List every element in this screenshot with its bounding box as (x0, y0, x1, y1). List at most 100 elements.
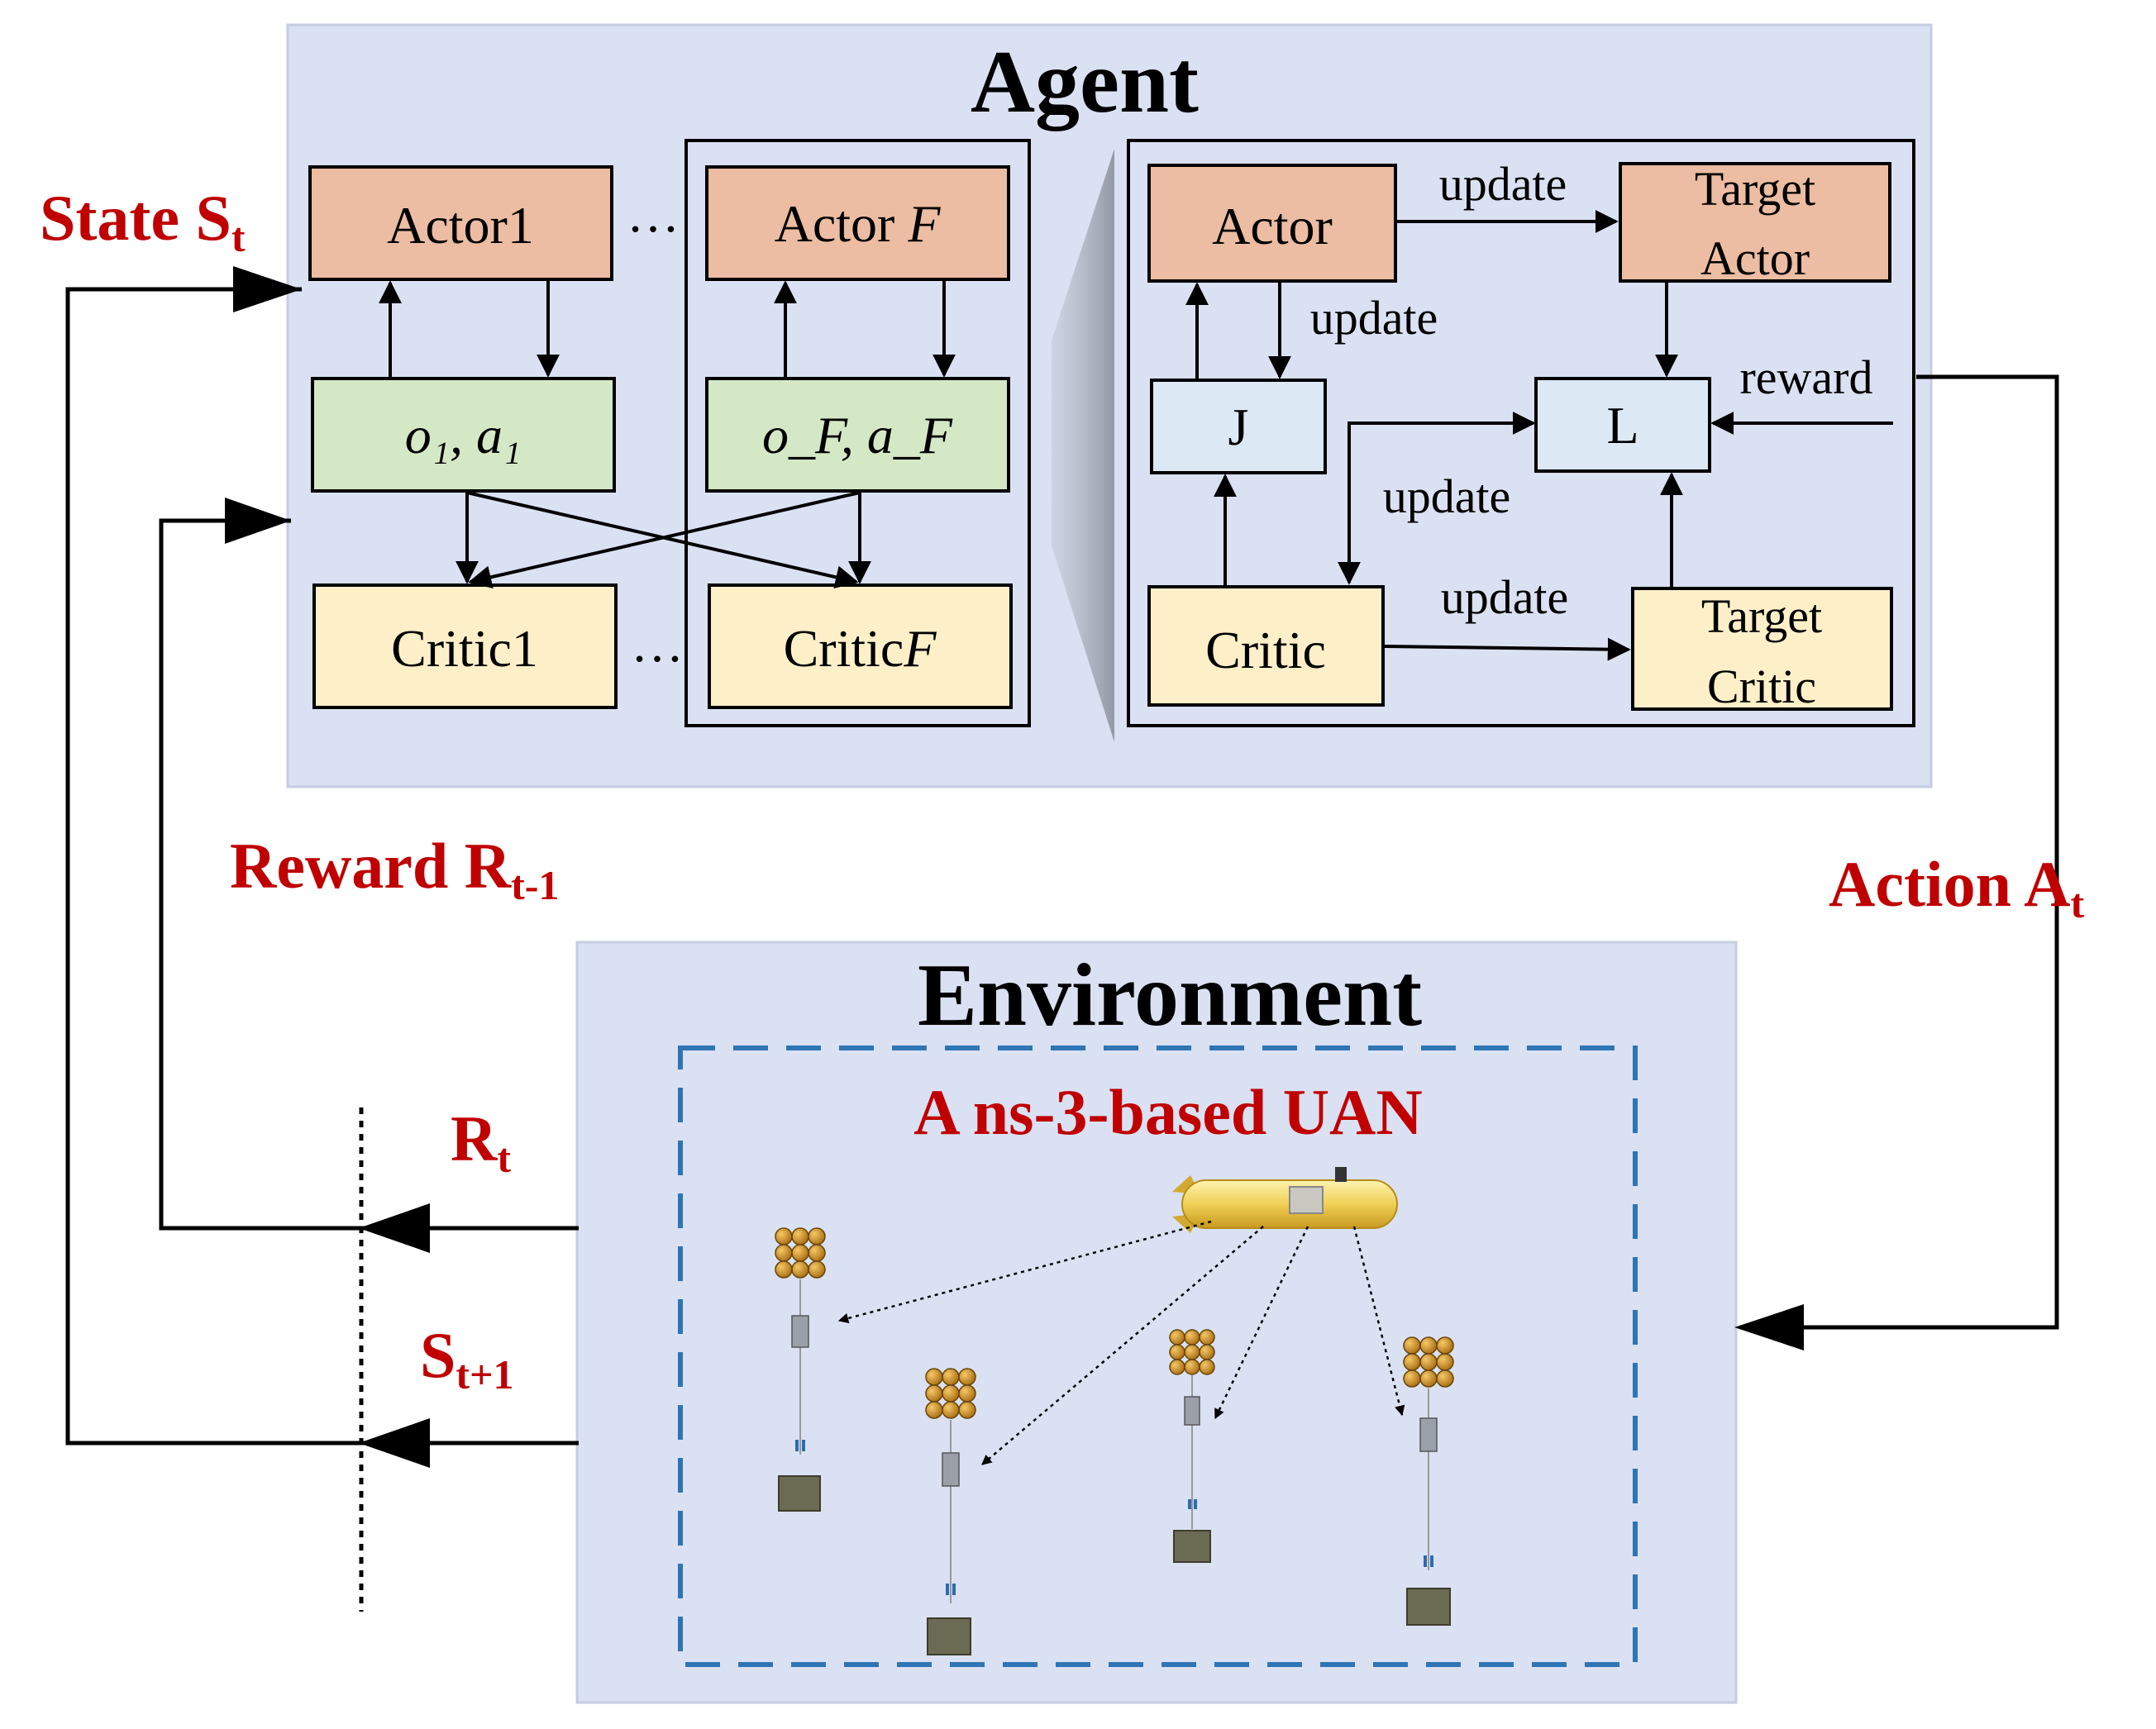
j-box (1150, 379, 1327, 474)
ellipsis-actors: … (627, 184, 680, 243)
rt-label: Rt (451, 1103, 511, 1181)
node3-modem (1184, 1396, 1200, 1426)
target-actor-line2: Actor (1700, 231, 1810, 285)
reward-label-main: Reward R (230, 830, 513, 902)
actor1-label: Actor1 (387, 196, 534, 255)
node2-anchor (927, 1617, 971, 1655)
node1-release-b (802, 1440, 805, 1451)
sensor-node-3 (1169, 1329, 1215, 1563)
arrowhead-state-into-agent (233, 266, 302, 312)
rt-label-sub: t (497, 1135, 511, 1181)
node1-modem (791, 1315, 809, 1348)
node1-anchor (778, 1475, 821, 1512)
critic1-label: Critic1 (391, 619, 538, 678)
agent-panel: Agent Actor1 … Actor F o₁, a₁ o_F, a_F C… (286, 23, 1933, 788)
j-label: J (1228, 398, 1249, 456)
target-critic-line2: Critic (1707, 660, 1816, 713)
arrow-critic-l-update (1338, 412, 1536, 585)
actor-f-prefix: Actor (775, 194, 909, 253)
action-line (1740, 374, 2059, 1330)
arrow-obsf-to-critic1 (468, 491, 861, 589)
node3-release-a (1188, 1499, 1191, 1509)
loop-arrowheads (225, 266, 1804, 1468)
environment-panel: Environment A ns-3-based UAN (575, 941, 1738, 1704)
uan-dashed-region (678, 1045, 1638, 1667)
obs-f-box (705, 377, 1010, 493)
node2-float (925, 1368, 976, 1419)
ddpg-detail-border (1127, 139, 1915, 727)
node3-release-b (1194, 1499, 1197, 1509)
auv-links (837, 1220, 1405, 1465)
node1-release-a (795, 1440, 799, 1451)
actor1-box (308, 165, 613, 281)
arrowhead-reward-into-agent (225, 498, 291, 544)
node4-release-a (1424, 1555, 1427, 1567)
critic1-box (312, 583, 618, 709)
update-label-actor-j: update (1310, 291, 1438, 345)
st1-label: St+1 (420, 1319, 514, 1398)
agent-title: Agent (971, 33, 1199, 131)
actor-f-label: Actor F (775, 194, 942, 253)
critic-f-label: CriticF (784, 619, 937, 678)
l-box (1534, 377, 1711, 473)
node3-anchor (1173, 1530, 1211, 1563)
auv-icon (1172, 1167, 1398, 1233)
right-arrows (1185, 210, 1893, 661)
node3-float (1169, 1329, 1215, 1375)
state-label: State St (40, 182, 246, 260)
actor-f-box (705, 165, 1010, 281)
sensor-node-4 (1403, 1336, 1454, 1626)
state-feedback-line (65, 287, 579, 1446)
target-critic-box (1631, 587, 1893, 711)
arrow-critic-to-target-critic (1384, 637, 1631, 661)
state-label-sub: t (231, 214, 246, 260)
node4-modem (1419, 1417, 1438, 1452)
environment-panel-bg (575, 941, 1738, 1704)
auv-module (1289, 1186, 1324, 1214)
reward-label: reward (1739, 350, 1872, 404)
environment-title: Environment (918, 946, 1422, 1045)
feedback-loop: State St Reward Rt-1 Action At Rt St+1 (40, 182, 2085, 1612)
uan-label: A ns-3-based UAN (913, 1076, 1422, 1148)
auv-antenna (1335, 1167, 1347, 1182)
st1-label-main: S (420, 1319, 456, 1391)
link-auv-node2 (981, 1226, 1264, 1465)
node2-release-a (946, 1584, 949, 1595)
node4-anchor (1406, 1588, 1451, 1626)
critic-box (1147, 585, 1385, 707)
st1-label-sub: t+1 (456, 1351, 513, 1398)
arrowhead-rt-from-env (359, 1203, 430, 1253)
update-label-actor-target: update (1439, 157, 1567, 211)
reward-label-loop: Reward Rt-1 (230, 830, 559, 908)
node1-float (775, 1227, 826, 1279)
target-critic-line1: Target (1701, 589, 1822, 643)
critic-f-box (708, 583, 1013, 709)
ellipsis-critics: … (631, 614, 684, 673)
target-actor-box (1619, 162, 1891, 283)
sensor-node-1 (775, 1227, 826, 1512)
link-auv-node3 (1214, 1226, 1309, 1420)
agent-f-group-border (684, 139, 1031, 727)
arrowhead-st1-from-env (359, 1418, 430, 1468)
sensor-node-2 (925, 1368, 976, 1655)
action-label-main: Action A (1829, 848, 2071, 920)
actor-f-var: F (907, 194, 941, 253)
reward-label-sub: t-1 (511, 862, 559, 908)
state-label-main: State S (40, 182, 231, 254)
obs1-label: o₁, a₁ (405, 406, 522, 464)
rt-label-main: R (451, 1103, 498, 1174)
critic-label: Critic (1205, 621, 1326, 679)
critic-f-var: F (903, 619, 937, 678)
arrowhead-action-into-env (1734, 1304, 1804, 1350)
action-label-sub: t (2071, 880, 2085, 926)
target-actor-line1: Target (1695, 162, 1815, 216)
l-label: L (1606, 396, 1638, 455)
zoom-connector (1052, 149, 1114, 742)
obs1-box (311, 377, 616, 493)
actor-label: Actor (1212, 197, 1333, 255)
left-arrows (379, 280, 956, 589)
node2-modem (942, 1452, 960, 1487)
action-label: Action At (1829, 848, 2085, 926)
